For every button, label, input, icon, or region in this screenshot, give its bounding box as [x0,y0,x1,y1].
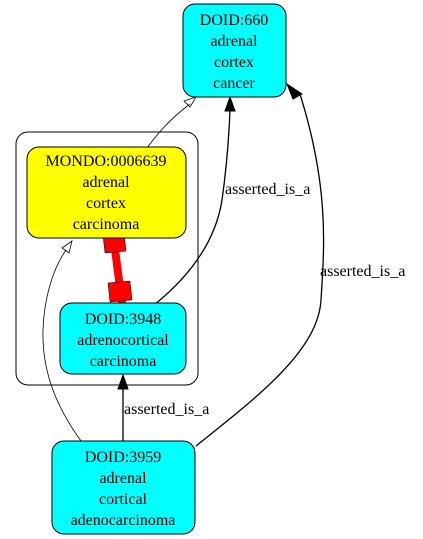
node-id: DOID:3948 [85,311,161,328]
arrowhead-icon [224,95,236,112]
node-doid-660[interactable]: DOID:660 adrenal cortex cancer [182,3,287,98]
node-label-line: adrenal [99,470,147,487]
node-box [182,3,287,98]
node-id: MONDO:0006639 [46,153,167,170]
equivalence-marker-icon [107,280,133,303]
node-label-line: carcinoma [73,216,140,233]
edge-line [42,249,82,442]
edge-doid-3959-to-mondo [42,240,82,442]
node-label-line: adrenal [82,174,130,191]
node-label-line: adenocarcinoma [71,512,176,529]
arrowhead-icon [117,373,129,390]
edge-label: asserted_is_a [225,181,310,198]
node-box [26,146,187,239]
edge-doid-3948-to-doid-660: asserted_is_a [153,95,310,306]
edge-line [195,93,325,447]
node-doid-3948[interactable]: DOID:3948 adrenocortical carcinoma [59,302,187,375]
node-doid-3959[interactable]: DOID:3959 adrenal cortical adenocarcinom… [51,440,196,535]
edge-mondo-equivalent-doid-3948 [102,232,133,304]
edge-doid-3959-to-doid-660: asserted_is_a [195,82,405,447]
edge-line [146,103,191,149]
edge-doid-3959-to-doid-3948: asserted_is_a [117,373,209,441]
node-label-line: cancer [213,75,255,92]
edge-line [153,109,231,306]
edge-mondo-to-doid-660 [146,96,197,149]
arrowhead-icon [183,96,197,108]
node-label-line: cortical [99,491,148,508]
node-box [51,440,196,535]
node-label-line: adrenocortical [77,332,169,349]
node-mondo-0006639[interactable]: MONDO:0006639 adrenal cortex carcinoma [26,146,187,239]
node-id: DOID:660 [200,12,268,29]
node-label-line: cortex [86,195,126,212]
arrowhead-icon [285,82,303,100]
node-id: DOID:3959 [85,449,161,466]
edge-label: asserted_is_a [124,401,209,418]
node-label-line: cortex [214,54,254,71]
node-box [59,302,187,375]
node-label-line: carcinoma [90,353,157,370]
edge-label: asserted_is_a [320,263,405,280]
arrowhead-icon [61,240,73,254]
node-label-line: adrenal [210,33,258,50]
